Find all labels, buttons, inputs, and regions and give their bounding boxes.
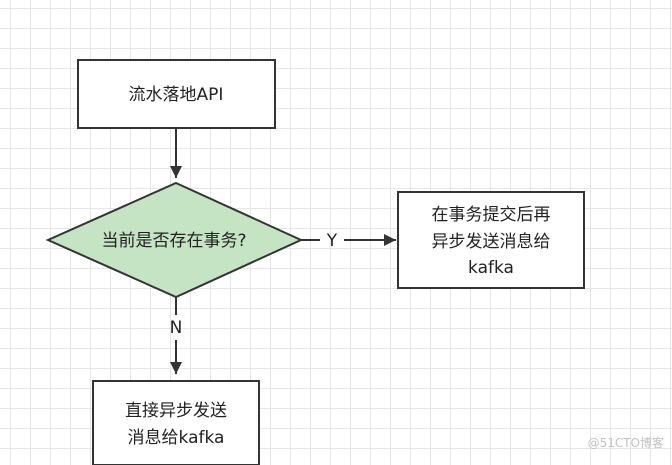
no-node-line-2: 消息给kafka	[128, 428, 225, 448]
decision-node: 当前是否存在事务?	[45, 181, 304, 299]
watermark: @51CTO博客	[587, 436, 664, 450]
yes-node-line-3: kafka	[468, 258, 514, 278]
yes-node-line-1: 在事务提交后再	[432, 205, 551, 225]
start-node-box	[77, 59, 276, 129]
start-node-label: 流水落地API	[129, 85, 224, 105]
no-node-line-1: 直接异步发送	[125, 401, 227, 421]
start-node: 流水落地API	[77, 59, 276, 129]
edge-no-label: N	[170, 318, 183, 338]
edge-yes-label: Y	[326, 231, 338, 251]
no-node: 直接异步发送 消息给kafka	[92, 380, 260, 465]
yes-node: 在事务提交后再 异步发送消息给 kafka	[397, 191, 585, 289]
yes-node-box	[397, 191, 585, 289]
decision-node-diamond	[45, 181, 304, 299]
decision-node-label: 当前是否存在事务?	[101, 231, 246, 251]
no-node-box	[92, 380, 260, 465]
yes-node-line-2: 异步发送消息给	[432, 232, 551, 252]
